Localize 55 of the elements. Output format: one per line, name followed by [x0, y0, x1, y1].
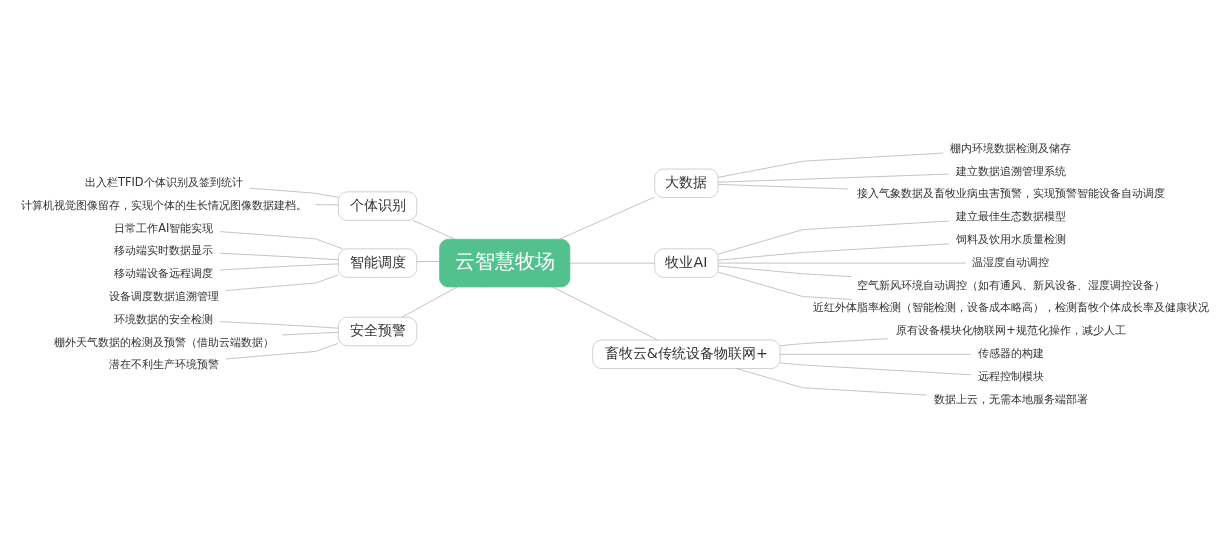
node-text: 棚外天气数据的检测及预警（借助云端数据）	[53, 334, 274, 349]
connector	[219, 231, 343, 250]
connector	[717, 265, 852, 277]
node-text: 接入气象数据及畜牧业病虫害预警，实现预警智能设备自动调度	[856, 186, 1165, 201]
node-box: 云智慧牧场	[439, 238, 571, 288]
connector	[718, 173, 950, 183]
node-text: 棚内环境数据检测及储存	[950, 140, 1072, 155]
connector	[315, 204, 339, 206]
connector	[559, 196, 655, 240]
connector	[219, 263, 339, 271]
connector	[219, 252, 339, 261]
node-box: 智能调度	[338, 248, 418, 278]
connector	[779, 362, 972, 376]
connector	[717, 152, 944, 178]
node-text: 移动端设备远程调度	[114, 266, 214, 281]
node-text: 数据上云，无需本地服务端部署	[933, 391, 1088, 406]
connector	[569, 262, 655, 264]
node-box: 牧业AI	[654, 248, 719, 278]
node-text: 计算机视觉图像留存，实现个体的生长情况图像数据建档。	[20, 197, 307, 212]
connector	[416, 261, 440, 262]
connector	[736, 368, 927, 396]
connector	[717, 271, 852, 300]
node-text: 近红外体脂率检测（智能检测，设备成本略高），检测畜牧个体成长率及健康状况	[812, 300, 1209, 315]
node-text: 空气新风环境自动调控（如有通风、新风设备、湿度调控设备）	[856, 277, 1165, 292]
connector	[718, 184, 849, 190]
node-box: 畜牧云&传统设备物联网+	[592, 339, 781, 369]
node-box: 个体识别	[338, 191, 418, 221]
node-text: 远程控制模块	[977, 368, 1044, 383]
node-text: 潜在不利生产环境预警	[108, 357, 219, 372]
node-box: 大数据	[654, 168, 719, 198]
connector	[225, 274, 339, 291]
node-text: 传感器的构建	[977, 346, 1044, 360]
connector	[717, 220, 950, 255]
connector	[249, 187, 339, 198]
connector	[717, 243, 950, 261]
node-text: 饲料及饮用水质量检测	[955, 232, 1066, 247]
node-text: 建立数据追溯管理系统	[955, 163, 1066, 178]
connector	[281, 331, 339, 336]
connector	[718, 262, 966, 264]
node-text: 移动端实时数据显示	[114, 243, 214, 258]
node-text: 原有设备模块化物联网+规范化操作，减少人工	[896, 323, 1126, 338]
connector	[225, 343, 339, 360]
connector	[552, 286, 658, 341]
connector	[401, 286, 458, 318]
node-text: 温湿度自动调控	[972, 254, 1050, 269]
node-text: 环境数据的安全检测	[114, 311, 214, 326]
node-text: 建立最佳生态数据模型	[955, 209, 1066, 224]
node-text: 出入栏TFID个体识别及签到统计	[85, 175, 243, 190]
connector	[779, 353, 972, 355]
connector	[219, 321, 339, 329]
node-text: 设备调度数据追溯管理	[108, 289, 219, 304]
node-box: 安全预警	[338, 316, 418, 347]
node-text: 日常工作AI智能实现	[114, 220, 214, 235]
connector	[412, 220, 455, 240]
connector	[779, 338, 889, 347]
